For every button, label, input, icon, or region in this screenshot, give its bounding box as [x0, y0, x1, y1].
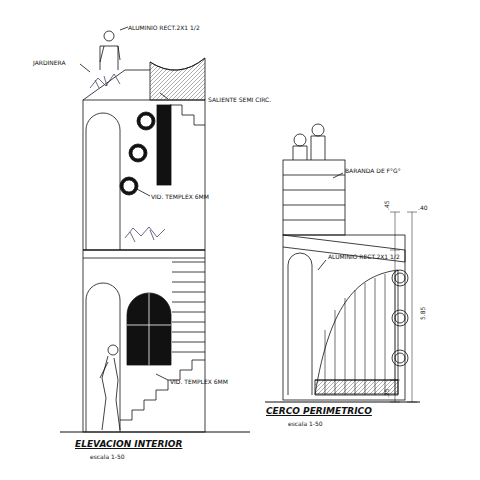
callout-label: ALUMINIO RECT.2X1 1/2	[328, 254, 400, 260]
callout-label: VID. TEMPLEX 6MM	[151, 194, 209, 200]
callout-label: SALIENTE SEMI CIRC.	[208, 97, 271, 103]
drawing-title: CERCO PERIMETRICO	[266, 407, 372, 416]
callout-label: BARANDA DE F°G°	[345, 168, 401, 174]
callout-label: JARDINERA	[33, 60, 66, 66]
dimension: .25	[384, 388, 390, 398]
callout-label: VID. TEMPLEX 6MM	[170, 379, 228, 385]
dimension: 5.85	[420, 307, 426, 320]
callout-label: ALUMINIO RECT.2X1 1/2	[128, 25, 200, 31]
scale-note: escala 1-50	[288, 421, 323, 427]
drawing-title: ELEVACION INTERIOR	[75, 440, 182, 449]
dimension: .40	[418, 205, 428, 211]
dimension: .45	[384, 200, 390, 210]
scale-note: escala 1-50	[90, 454, 125, 460]
